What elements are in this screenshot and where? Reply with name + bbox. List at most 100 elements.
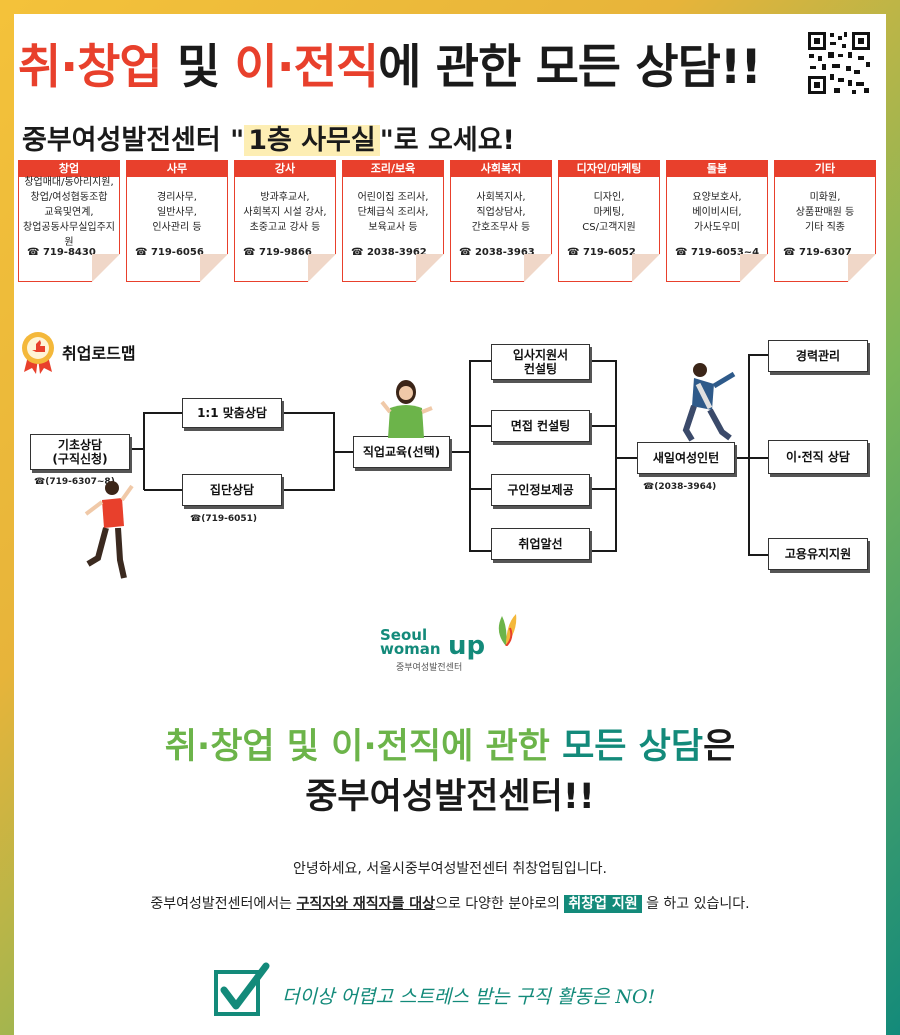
connector — [748, 457, 768, 459]
card-phone-number: 719-6052 — [582, 247, 636, 258]
page-fold — [416, 254, 444, 282]
page-fold — [524, 254, 552, 282]
card-title: 기타 — [775, 161, 875, 177]
intern-phone: ☎(2038-3964) — [643, 482, 717, 492]
card-cooking-childcare: 조리/보육 어린이집 조리사, 단체급식 조리사, 보육교사 등 ☎ 2038-… — [342, 160, 444, 282]
connector — [748, 354, 750, 556]
step-job-info: 구인정보제공 — [491, 474, 590, 506]
card-title: 사회복지 — [451, 161, 551, 177]
leaf-icon — [498, 614, 517, 646]
connector — [588, 425, 616, 427]
card-title: 디자인/마케팅 — [559, 161, 659, 177]
connector — [469, 360, 471, 552]
card-phone: ☎ 719-9866 — [235, 247, 335, 258]
intro-text: 을 하고 있습니다. — [641, 896, 750, 912]
card-instructor: 강사 방과후교사, 사회복지 시설 강사, 초중고교 강사 등 ☎ 719-98… — [234, 160, 336, 282]
logo-text: Seoul — [380, 626, 428, 644]
intro-description: 중부여성발전센터에서는 구직자와 재직자를 대상으로 다양한 분야로의 취창업 … — [0, 893, 900, 913]
first-floor-office-highlight: 1층 사무실 — [244, 125, 380, 156]
card-desc: 미화원, 상품판매원 등 기타 직종 — [795, 191, 855, 233]
logo-text: 중부여성발전센터 — [396, 663, 463, 673]
connector — [469, 360, 491, 362]
step-group-counseling: 집단상담 — [182, 474, 282, 506]
page-fold — [848, 254, 876, 282]
logo-text: woman — [380, 640, 441, 658]
step-interview-consulting: 면접 컨설팅 — [491, 410, 590, 442]
page-fold — [92, 254, 120, 282]
card-phone: ☎ 719-6307 — [775, 247, 875, 258]
card-phone: ☎ 719-8430 — [19, 247, 119, 258]
step-job-placement: 취업알선 — [491, 528, 590, 560]
card-phone: ☎ 719-6053~4 — [667, 247, 767, 258]
phone-icon: ☎ — [567, 247, 583, 258]
bottom-headline-line2: 중부여성발전센터!! — [305, 777, 595, 817]
step-intern: 새일여성인턴 — [637, 442, 735, 474]
intro-text: 중부여성발전센터에서는 — [150, 896, 297, 912]
connector — [144, 489, 182, 491]
connector — [733, 457, 749, 459]
jumping-woman-illustration — [682, 363, 736, 442]
card-phone-number: 719-9866 — [258, 247, 312, 258]
pointing-woman-illustration — [380, 380, 433, 438]
page-fold — [740, 254, 768, 282]
subheadline: 중부여성발전센터 "1층 사무실"로 오세요! — [22, 118, 515, 157]
bottom-headline-line1: 취·창업 및 이·전직에 관한 모든 상담은 — [0, 718, 900, 769]
connector — [615, 360, 617, 552]
phone-icon: ☎ — [135, 247, 151, 258]
job-category-cards: 창업 창업매대/동아리지원, 창업/여성협동조합 교육및연계, 창업공동사무실입… — [8, 160, 876, 296]
qr-code-icon[interactable] — [806, 30, 872, 96]
card-design-marketing: 디자인/마케팅 디자인, 마케팅, CS/고객지원 ☎ 719-6052 — [558, 160, 660, 282]
phone-icon: ☎ — [783, 247, 799, 258]
phone-icon: ☎ — [351, 247, 367, 258]
seoul-woman-up-logo: Seoul woman up 중부여성발전센터 — [380, 612, 530, 674]
connector — [469, 488, 491, 490]
card-phone-number: 719-6307 — [798, 247, 852, 258]
intro-text: 으로 다양한 분야로의 — [435, 896, 565, 912]
headline-and: 및 — [161, 40, 235, 95]
connector — [143, 412, 145, 490]
connector — [748, 554, 768, 556]
page-fold — [308, 254, 336, 282]
card-title: 강사 — [235, 161, 335, 177]
phone-icon: ☎ — [675, 247, 691, 258]
bottom-headline-part: 취·창업 및 이·전직에 관한 — [164, 727, 563, 767]
card-social-welfare: 사회복지 사회복지사, 직업상담사, 간호조무사 등 ☎ 2038-3963 — [450, 160, 552, 282]
slogan-text: 더이상 어렵고 스트레스 받는 구직 활동은 NO! — [282, 986, 656, 1008]
card-phone: ☎ 2038-3962 — [343, 247, 443, 258]
card-title: 돌봄 — [667, 161, 767, 177]
card-phone: ☎ 719-6052 — [559, 247, 659, 258]
main-headline: 취·창업 및 이·전직에 관한 모든 상담!! — [18, 28, 762, 97]
connector — [448, 451, 470, 453]
card-title: 창업 — [19, 161, 119, 177]
bottom-headline-part: 모든 상담 — [562, 727, 704, 767]
headline-startup: 취·창업 — [18, 40, 163, 95]
connector — [128, 448, 144, 450]
step-transfer-counseling: 이·전직 상담 — [768, 440, 868, 474]
card-office: 사무 경리사무, 일반사무, 인사관리 등 ☎ 719-6056 — [126, 160, 228, 282]
connector — [588, 550, 616, 552]
roadmap-title: 취업로드맵 — [62, 344, 136, 363]
step-employment-retention: 고용유지지원 — [768, 538, 868, 570]
step-basic-counseling: 기초상담 (구직신청) — [30, 434, 130, 470]
card-phone-number: 719-8430 — [42, 247, 96, 258]
card-title: 조리/보육 — [343, 161, 443, 177]
card-desc: 요양보호사, 베이비시터, 가사도우미 — [692, 191, 742, 233]
connector — [280, 412, 334, 414]
checkbox-check-icon — [214, 962, 270, 1016]
connector — [333, 451, 353, 453]
connector — [280, 489, 334, 491]
intro-tag: 취창업 지원 — [564, 895, 642, 913]
basic-counseling-phone: ☎(719-6307~8) — [34, 477, 115, 487]
intro-emphasis: 구직자와 재직자를 대상 — [296, 896, 436, 912]
bottom-headline-part: 은 — [703, 727, 736, 767]
card-desc: 어린이집 조리사, 단체급식 조리사, 보육교사 등 — [357, 191, 429, 233]
medal-icon — [22, 332, 54, 374]
logo-text: up — [448, 631, 486, 661]
headline-rest: 에 관한 모든 상담!! — [378, 40, 762, 95]
connector — [588, 360, 616, 362]
subhead-after: "로 오세요! — [379, 125, 515, 156]
phone-icon: ☎ — [27, 247, 43, 258]
page-fold — [200, 254, 228, 282]
card-desc: 창업매대/동아리지원, 창업/여성협동조합 교육및연계, 창업공동사무실입주지원 — [23, 176, 115, 248]
phone-icon: ☎ — [459, 247, 475, 258]
